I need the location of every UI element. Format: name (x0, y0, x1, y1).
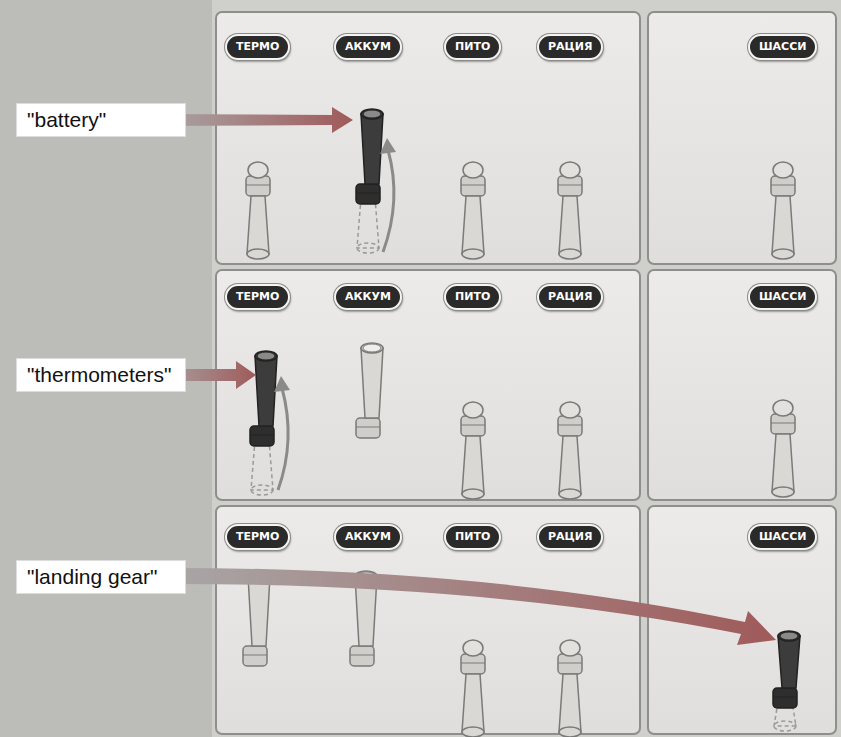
label-text: ШАССИ (759, 290, 806, 303)
switch-label: ПИТО (444, 524, 501, 550)
switch-label: ТЕРМО (225, 524, 290, 550)
label-text: ПИТО (455, 40, 490, 53)
label-text: ТЕРМО (236, 530, 279, 543)
label-text: ТЕРМО (236, 40, 279, 53)
label-text: РАЦИЯ (548, 290, 592, 303)
label-text: АККУМ (345, 530, 391, 543)
left-strip (0, 0, 212, 737)
switch-label: АККУМ (334, 284, 402, 310)
switch-label: ПИТО (444, 34, 501, 60)
label-text: АККУМ (345, 40, 391, 53)
callout-label: "battery" (16, 103, 186, 137)
switch-label: ШАССИ (748, 34, 817, 60)
switch-label: ПИТО (444, 284, 501, 310)
label-text: РАЦИЯ (548, 40, 592, 53)
switch-label: РАЦИЯ (537, 284, 603, 310)
callout-label: "landing gear" (16, 560, 186, 594)
callout-text: "thermometers" (27, 363, 171, 386)
motion-arrowheads (274, 138, 396, 392)
label-text: ТЕРМО (236, 290, 279, 303)
switch-label: АККУМ (334, 34, 402, 60)
label-text: РАЦИЯ (548, 530, 592, 543)
label-text: ПИТО (455, 290, 490, 303)
switch-label: ТЕРМО (225, 34, 290, 60)
switch-label: РАЦИЯ (537, 524, 603, 550)
callout-text: "landing gear" (27, 565, 158, 588)
switch-label: ТЕРМО (225, 284, 290, 310)
label-text: АККУМ (345, 290, 391, 303)
callout-arrows (150, 107, 776, 645)
callout-text: "battery" (27, 108, 106, 131)
switch-label: ШАССИ (748, 524, 817, 550)
motion-arrows (278, 150, 394, 490)
label-text: ПИТО (455, 530, 490, 543)
switch-label: РАЦИЯ (537, 34, 603, 60)
label-text: ШАССИ (759, 40, 806, 53)
switch-label: ШАССИ (748, 284, 817, 310)
label-text: ШАССИ (759, 530, 806, 543)
callout-label: "thermometers" (16, 358, 186, 392)
switch-label: АККУМ (334, 524, 402, 550)
toggle-switches (243, 109, 800, 737)
